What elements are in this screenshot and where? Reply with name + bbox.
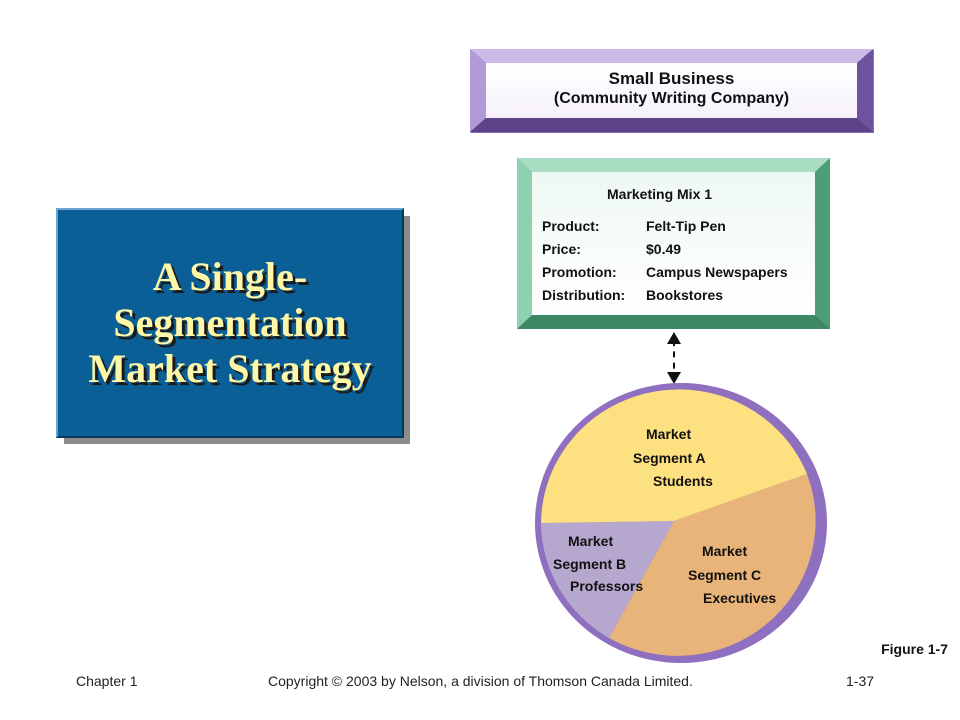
segment-c-label-3: Executives xyxy=(703,590,777,606)
title-line-1: A Single- xyxy=(152,254,308,299)
mix-value: Felt-Tip Pen xyxy=(646,218,726,234)
arrow-down-head xyxy=(667,372,681,384)
mix-key: Product: xyxy=(542,218,600,234)
mix-key: Distribution: xyxy=(542,287,626,303)
segment-b-label-2: Segment B xyxy=(553,556,627,572)
footer-copyright: Copyright © 2003 by Nelson, a division o… xyxy=(268,673,693,689)
small-business-subtitle: (Community Writing Company) xyxy=(553,90,790,107)
figure-label: Figure 1-7 xyxy=(881,641,948,657)
segment-a-label-1: Market xyxy=(646,426,692,442)
small-business-title: Small Business xyxy=(608,69,735,88)
mix-value: Campus Newspapers xyxy=(646,264,788,280)
pie-slice-segment-a xyxy=(541,389,807,523)
pie-slice-segment-c xyxy=(609,474,816,656)
marketing-mix-bevel xyxy=(517,158,830,329)
small-business-bevel xyxy=(470,49,873,132)
connector-dashed-line xyxy=(673,340,675,380)
segment-b-label-1: Market xyxy=(568,533,614,549)
segment-c-label-1: Market xyxy=(702,543,748,559)
title-line-3: Market Strategy xyxy=(88,346,372,391)
mix-key: Price: xyxy=(542,241,581,257)
title-panel: A Single- Segmentation Market Strategy xyxy=(56,208,404,438)
footer-chapter: Chapter 1 xyxy=(76,673,138,689)
pie-slice-segment-b xyxy=(541,521,674,638)
segment-a-label-2: Segment A xyxy=(633,450,706,466)
segment-c-label-2: Segment C xyxy=(688,567,762,583)
arrow-up-head xyxy=(667,332,681,344)
market-segments-pie xyxy=(535,383,827,663)
mix-value: Bookstores xyxy=(646,287,724,303)
segment-b-label-3: Professors xyxy=(570,578,644,594)
small-business-face: Small Business (Community Writing Compan… xyxy=(486,63,857,118)
marketing-mix-face: Marketing Mix 1 Product: Felt-Tip Pen Pr… xyxy=(532,172,815,315)
footer-page-number: 1-37 xyxy=(846,673,875,689)
title-line-2: Segmentation xyxy=(113,300,347,345)
mix-key: Promotion: xyxy=(542,264,617,280)
segment-a-label-3: Students xyxy=(653,473,713,489)
marketing-mix-heading: Marketing Mix 1 xyxy=(607,186,713,202)
slide-title: A Single- Segmentation Market Strategy xyxy=(70,254,390,392)
mix-value: $0.49 xyxy=(646,241,682,257)
